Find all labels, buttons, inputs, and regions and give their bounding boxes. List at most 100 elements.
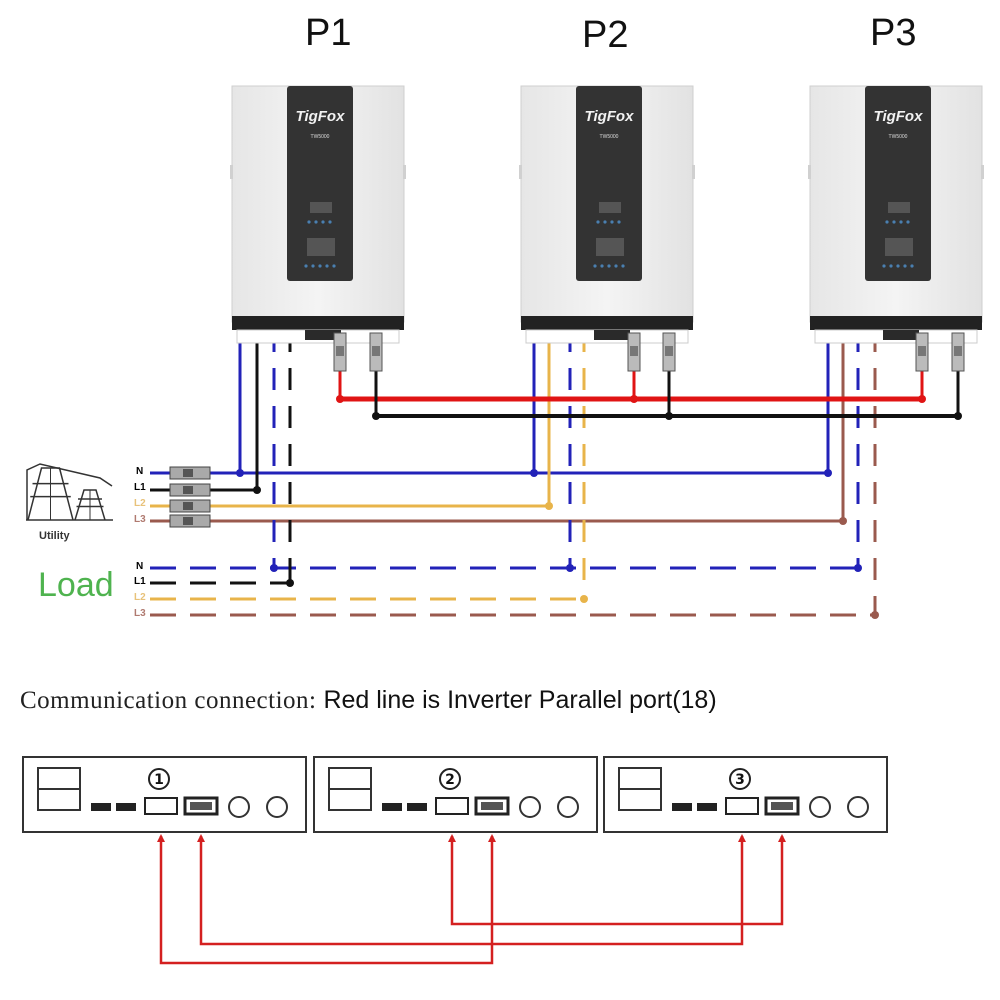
wires-layer [150,330,962,619]
panel-display-bottom [37,788,81,811]
load-label: Load [38,566,114,604]
button-dot [304,264,308,268]
side-handle-left [230,165,233,179]
junction-p2-n [530,469,538,477]
breaker-lever [665,346,673,356]
junction-p2-l2 [545,502,553,510]
communication-caption: Communication connection: Red line is In… [20,686,717,715]
button-dot [607,264,611,268]
load-tag-l2: L2 [134,592,146,603]
load-tag-l1: L1 [134,576,146,587]
breaker-switch [183,517,193,525]
panel-display-top [328,767,372,790]
panel-knob [228,796,250,818]
junction-dc-pos-p2 [630,395,638,403]
junction-load-p1-l1 [286,579,294,587]
button-dot [903,264,907,268]
panel-knob [809,796,831,818]
panel-number-circle [148,768,170,790]
display-large [596,238,624,256]
utility-layer [26,463,211,528]
utility-tag-n: N [136,466,144,477]
panel-display-top [37,767,81,790]
dip-switch [382,803,402,811]
cable-arrow-icon [157,834,165,842]
parallel-port-a [435,797,469,815]
bottom-terminal-strip [521,316,693,330]
button-dot [318,264,322,268]
utility-breaker-block [169,466,211,528]
model-label: TW5000 [889,134,908,140]
panel-number-circle [439,768,461,790]
brand-logo: TigFox [874,108,924,125]
panel-display-bottom [328,788,372,811]
junction-load-p3-n [854,564,862,572]
parallel-comm-cable-3 [450,836,784,926]
comm-panel-2: 2 [313,756,598,833]
parallel-port-a [725,797,759,815]
junction-p1-l1 [253,486,261,494]
status-led [321,220,325,224]
dip-switch [91,803,111,811]
parallel-comm-cable-2 [199,836,744,946]
caption-prefix: Communication connection: [20,687,317,714]
junction-dc-neg-p3 [954,412,962,420]
breaker-switch [183,469,193,477]
front-panel [576,86,642,281]
side-handle-left [519,165,522,179]
status-led [906,220,910,224]
panel-number: 3 [735,772,745,788]
status-led [596,220,600,224]
display-small [888,202,910,213]
utility-tower-icon [26,463,113,521]
junction-p3-l3 [839,517,847,525]
panel-knob [519,796,541,818]
junction-dc-pos-p3 [918,395,926,403]
model-label: TW5000 [600,134,619,140]
brand-logo: TigFox [585,108,635,125]
junction-p3-n [824,469,832,477]
breaker-lever [954,346,962,356]
parallel-port-a [144,797,178,815]
button-dot [311,264,315,268]
breaker-switch [183,486,193,494]
breaker-lever [372,346,380,356]
junction-dc-neg-p1 [372,412,380,420]
breaker-lever [918,346,926,356]
bottom-terminal-strip [810,316,982,330]
brand-logo: TigFox [296,108,346,125]
dip-switch [697,803,717,811]
front-panel [287,86,353,281]
utility-tag-l2: L2 [134,498,146,509]
panel-number: 2 [445,772,455,788]
display-large [885,238,913,256]
junction-load-p2-l2 [580,595,588,603]
button-dot [614,264,618,268]
status-led [899,220,903,224]
comm-port-block [594,330,630,340]
status-led [314,220,318,224]
load-tag-l3: L3 [134,608,146,619]
parallel-comm-cable-1 [159,836,494,965]
panel-number: 1 [154,772,164,788]
panel-number-circle [729,768,751,790]
junction-load-p3-l3 [871,611,879,619]
cable-arrow-icon [197,834,205,842]
comm-port-block [883,330,919,340]
button-dot [332,264,336,268]
front-panel [865,86,931,281]
breaker-switch [183,502,193,510]
load-tag-n: N [136,561,144,572]
display-small [599,202,621,213]
inverter-label-p1: P1 [305,12,352,54]
panel-knob [847,796,869,818]
cable-arrow-icon [738,834,746,842]
status-led [328,220,332,224]
panel-knob [557,796,579,818]
panel-display-bottom [618,788,662,811]
status-led [885,220,889,224]
dip-switch [672,803,692,811]
